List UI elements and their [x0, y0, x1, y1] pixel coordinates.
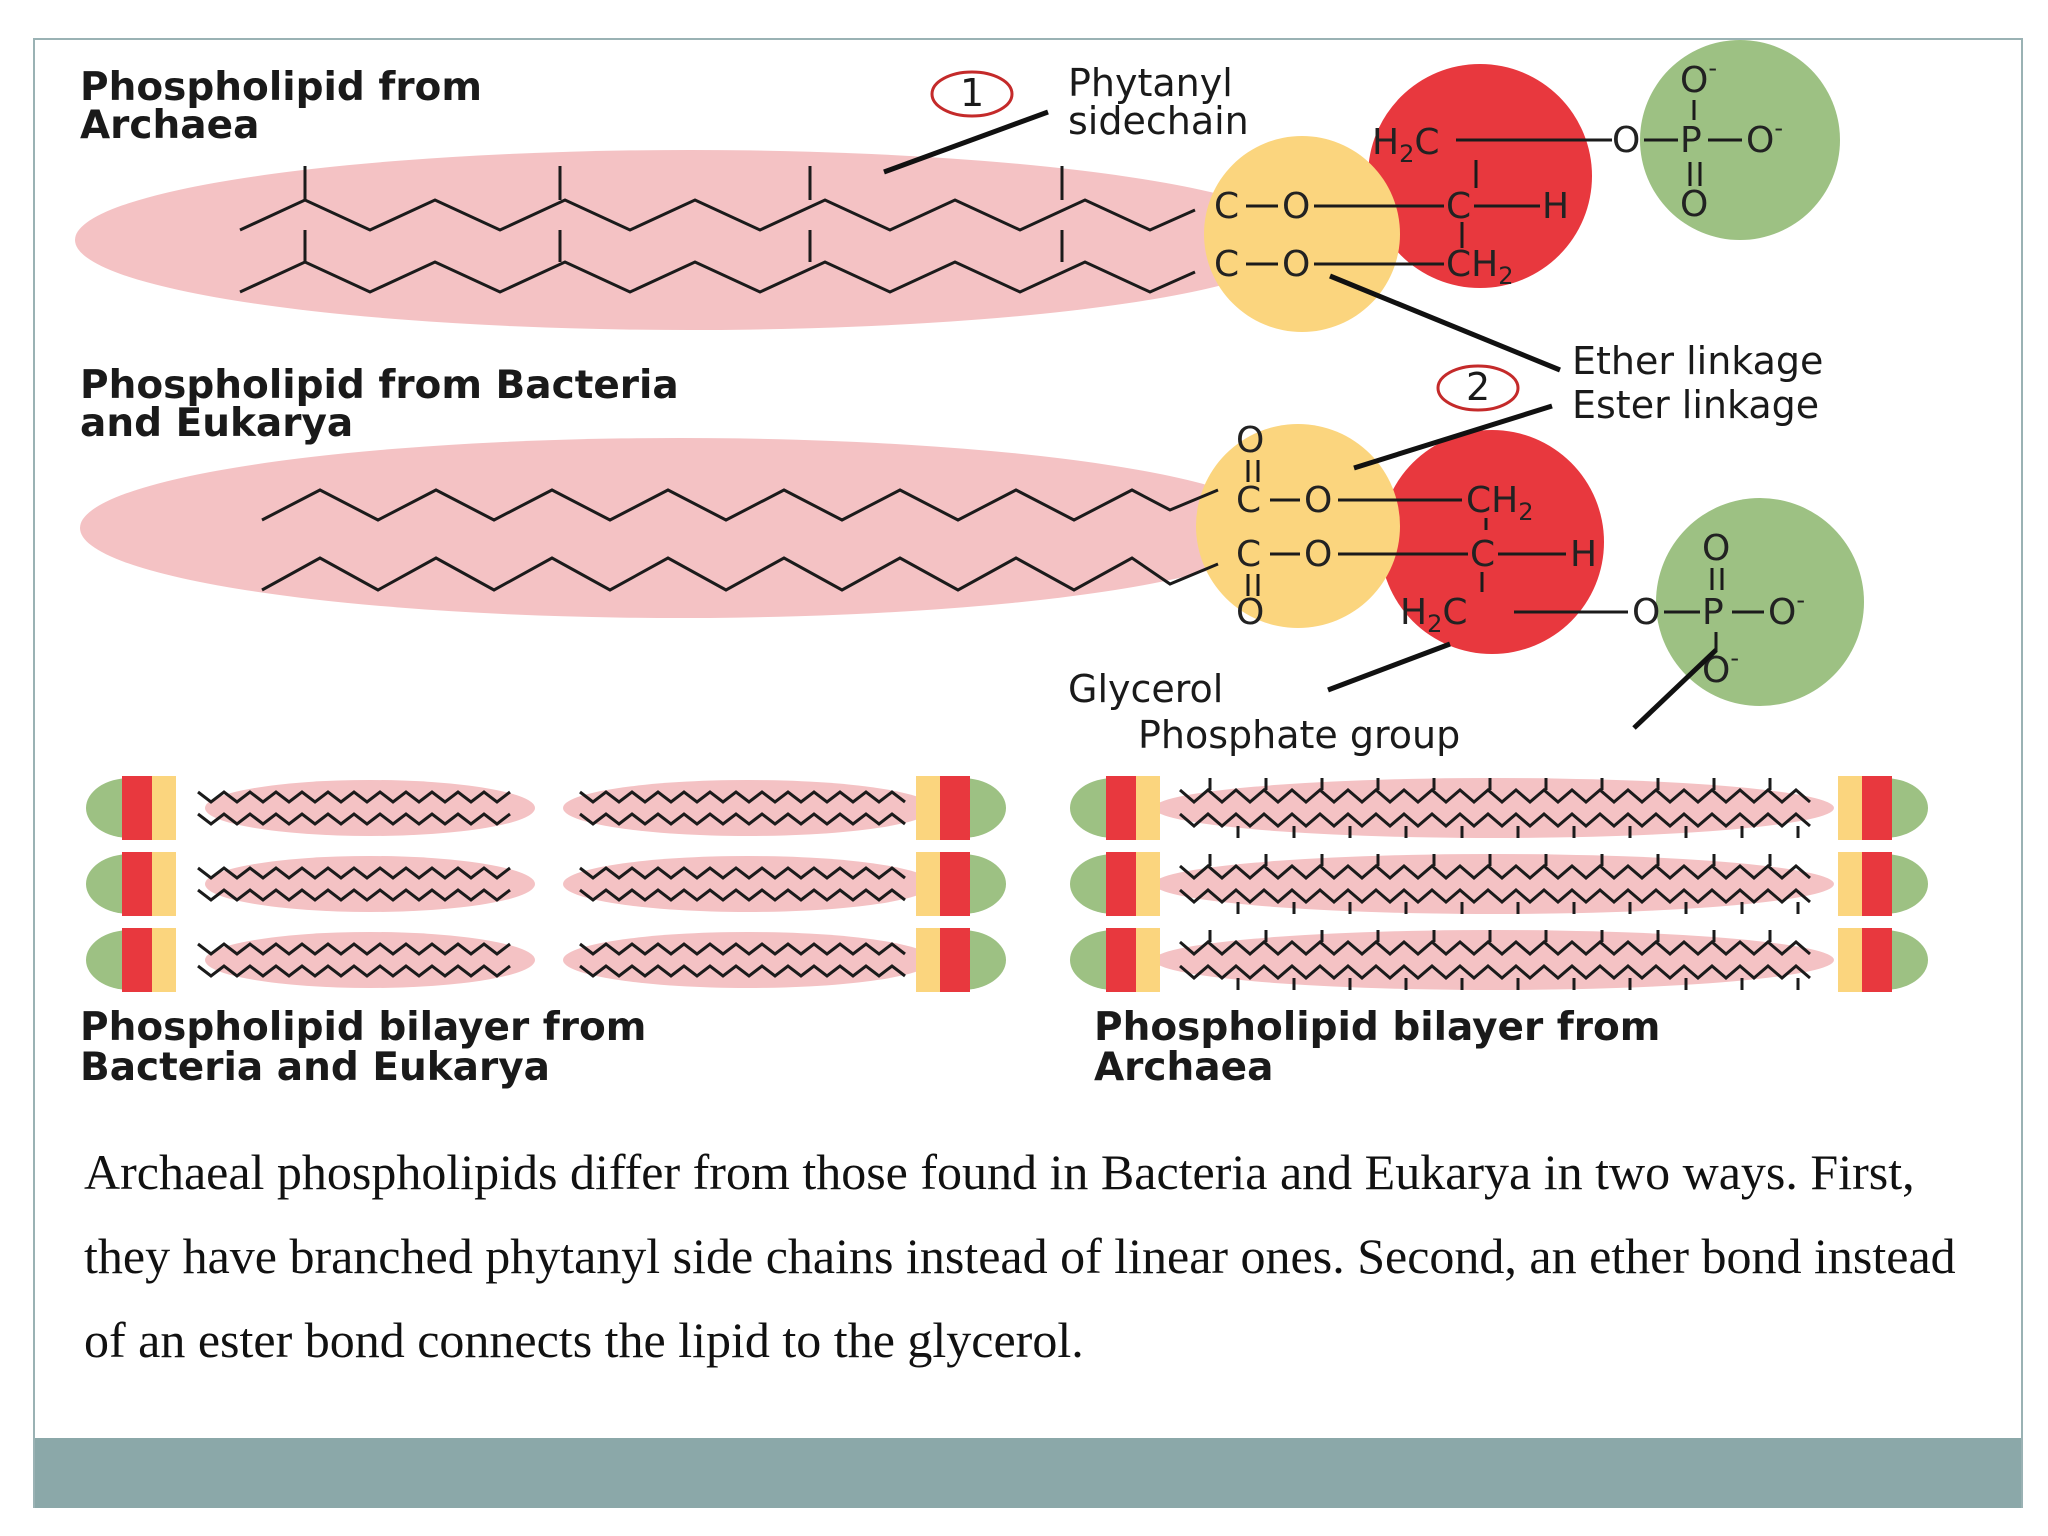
caption-text: Archaeal phospholipids differ from those… [84, 1144, 1956, 1368]
phospholipid-diagram: C O C O H2C C H CH2 O P O- O- O [75, 40, 1928, 1090]
bacteria-chain-lower [261, 556, 1219, 592]
bilayer-chain [1179, 964, 1811, 980]
svg-text:O: O [1304, 534, 1332, 575]
svg-text:P: P [1680, 120, 1702, 161]
bilayer-chain [197, 888, 511, 902]
archaea-chain-lower [239, 260, 1196, 294]
svg-text:O: O [1612, 120, 1640, 161]
svg-text:O: O [1680, 184, 1708, 225]
phosphate-group-label: Phosphate group [1138, 713, 1460, 757]
archaea-chemical-structure: C O C O H2C C H CH2 O P O- O- O [1214, 54, 1783, 290]
bilayer-chain [1179, 788, 1811, 804]
marker-2-circle [1436, 364, 1520, 412]
bilayer-glycerol [940, 776, 970, 840]
bilayer-glycerol [940, 852, 970, 916]
bilayer-tail-right [563, 932, 933, 988]
bilayer-bacteria-eukarya [86, 776, 1006, 992]
archaea-ether-linkage-circle [1204, 136, 1400, 332]
bilayer-chain [579, 790, 906, 804]
bilayer-glycerol [122, 928, 152, 992]
svg-text:O: O [1304, 480, 1332, 521]
bacteria-ester-linkage-circle [1196, 424, 1400, 628]
bilayer-chain [1179, 812, 1811, 828]
bilayer-tail-span [1154, 778, 1834, 838]
svg-text:H: H [1570, 534, 1597, 575]
archaea-chain-upper [239, 198, 1196, 232]
bilayer-chain [579, 866, 906, 880]
bilayer-tail-left [205, 856, 535, 912]
glycerol-label: Glycerol [1068, 667, 1223, 711]
bilayer-archaea [1070, 776, 1928, 992]
svg-text:O: O [1236, 592, 1264, 633]
bilayer-tail-left [205, 780, 535, 836]
svg-text:O: O [1632, 592, 1660, 633]
svg-text:C: C [1236, 480, 1261, 521]
bilayer-glycerol [1862, 776, 1892, 840]
bacteria-tail-region [80, 438, 1280, 618]
ether-linkage-label: Ether linkage [1572, 339, 1823, 383]
svg-text:O: O [1282, 244, 1310, 285]
bilayer-tail-right [563, 780, 933, 836]
marker-1: 1 [960, 71, 984, 115]
bilayer-glycerol [1106, 776, 1136, 840]
archaea-tail-region [75, 150, 1305, 330]
bacteria-phospholipid: O C O CH2 C O C H O H2C O P O- [80, 420, 1864, 706]
marker-1-circle [930, 70, 1014, 118]
svg-text:C: C [1236, 534, 1261, 575]
bilayer-glycerol [122, 776, 152, 840]
bacteria-phosphate-circle [1656, 498, 1864, 706]
svg-text:C: C [1446, 186, 1471, 227]
svg-text:C: C [1214, 186, 1239, 227]
bilayer-chain [579, 812, 906, 826]
phytanyl-leader [883, 109, 1049, 175]
svg-text:H: H [1542, 186, 1569, 227]
footer-bar [35, 1438, 2021, 1508]
bilayer-chain [197, 790, 511, 804]
svg-text:O: O [1236, 420, 1264, 461]
bilayer-chain [197, 866, 511, 880]
ether-leader [1329, 273, 1561, 373]
svg-text:C: C [1470, 534, 1495, 575]
bilayer-glycerol [1862, 928, 1892, 992]
bilayer-chain [579, 942, 906, 956]
bacteria-chain-upper [261, 488, 1219, 522]
bilayer-chain [1179, 888, 1811, 904]
glycerol-leader [1327, 641, 1451, 693]
bilayer-chain [197, 942, 511, 956]
bilayer-glycerol [940, 928, 970, 992]
svg-text:C: C [1214, 244, 1239, 285]
archaea-phospholipid: C O C O H2C C H CH2 O P O- O- O [75, 40, 1840, 332]
bacteria-glycerol-circle [1380, 430, 1604, 654]
bilayer-glycerol [122, 852, 152, 916]
bilayer-glycerol [1106, 928, 1136, 992]
svg-text:O: O [1282, 186, 1310, 227]
marker-2: 2 [1466, 365, 1490, 409]
bilayer-chain [579, 964, 906, 978]
bilayer-tail-span [1154, 854, 1834, 914]
archaea-chain-branches [303, 166, 1064, 262]
ester-leader [1353, 403, 1553, 471]
archaea-glycerol-circle [1368, 64, 1592, 288]
bilayer-tail-right [563, 856, 933, 912]
bilayer-glycerol [1106, 852, 1136, 916]
svg-text:O: O [1702, 528, 1730, 569]
bilayer-tail-span [1154, 930, 1834, 990]
bilayer-chain [1179, 940, 1811, 956]
bilayer-chain [1179, 864, 1811, 880]
bilayer-tail-left [205, 932, 535, 988]
ester-linkage-label: Ester linkage [1572, 383, 1819, 427]
bilayer-chain [197, 964, 511, 978]
bacteria-chemical-structure: O C O CH2 C O C H O H2C O P O- [1236, 420, 1805, 691]
bilayer-glycerol [1862, 852, 1892, 916]
phosphate-leader [1632, 648, 1718, 730]
bilayer-chain [579, 888, 906, 902]
bilayer-chain [197, 812, 511, 826]
svg-text:P: P [1702, 592, 1724, 633]
